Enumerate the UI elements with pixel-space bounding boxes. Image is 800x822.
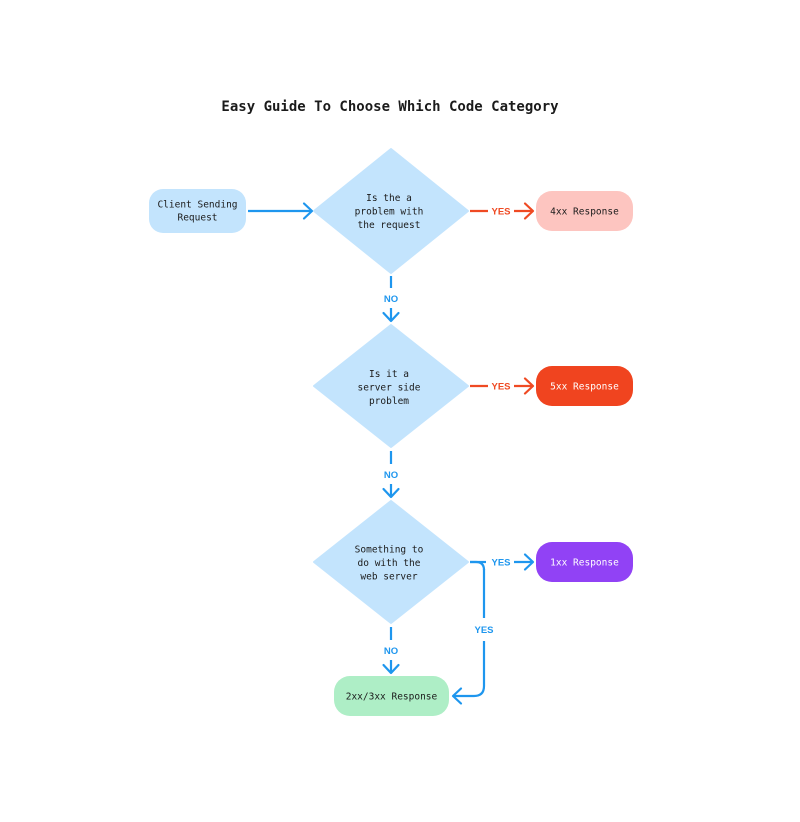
response-1xx-shape [536, 542, 633, 582]
arrow-head [523, 553, 535, 571]
arrow-head [382, 663, 400, 675]
edge-d1-yes: YES [470, 202, 535, 220]
start-node-shape [149, 189, 246, 233]
response-2xx-label: 2xx/3xx Response [346, 692, 438, 703]
arrow-head [523, 202, 535, 220]
response-4xx-shape [536, 191, 633, 231]
arrow-head [382, 311, 400, 323]
arrow-start-to-decision1 [248, 202, 314, 220]
decision-3-diamond [313, 500, 469, 624]
edge-d1-no-label: NO [384, 294, 398, 305]
edge-branch-curve [470, 560, 486, 571]
edge-d3-no-label: NO [384, 646, 398, 657]
arrow-head [302, 202, 314, 220]
arrow-head [451, 687, 463, 705]
response-4xx-node: 4xx Response [536, 191, 633, 231]
page-title: Easy Guide To Choose Which Code Category [221, 99, 559, 115]
start-node-label-line2: Request [177, 213, 217, 224]
edge-d3-yes-label: YES [491, 558, 510, 569]
edge-d1-yes-label: YES [491, 207, 510, 218]
arrow-head [382, 487, 400, 499]
edge-d2-no: NO [382, 451, 400, 499]
edge-d3-yes: YES [470, 553, 535, 571]
decision-1-line1: Is the a [366, 193, 412, 204]
response-5xx-shape [536, 366, 633, 406]
decision-3-line1: Something to [355, 545, 424, 556]
response-5xx-node: 5xx Response [536, 366, 633, 406]
edge-d3-no: NO [382, 627, 400, 675]
decision-1-line2: problem with [355, 207, 424, 218]
decision-2: Is it a server side problem [313, 324, 469, 448]
edge-d1-no: NO [382, 276, 400, 323]
decision-2-line1: Is it a [369, 369, 409, 380]
edge-curve [454, 641, 486, 698]
decision-2-diamond [313, 324, 469, 448]
edge-d3-yes-down: YES [451, 569, 494, 705]
start-node: Client Sending Request [149, 189, 246, 233]
edge-d3-yes-down-label: YES [474, 625, 493, 636]
response-2xx-shape [334, 676, 449, 716]
edge-d2-no-label: NO [384, 470, 398, 481]
edge-d2-yes-label: YES [491, 382, 510, 393]
response-5xx-label: 5xx Response [550, 382, 619, 393]
decision-1-line3: the request [358, 220, 421, 231]
response-2xx-node: 2xx/3xx Response [334, 676, 449, 716]
decision-3: Something to do with the web server [313, 500, 469, 624]
decision-1: Is the a problem with the request [313, 148, 469, 274]
edge-d2-yes: YES [470, 377, 535, 395]
response-1xx-node: 1xx Response [536, 542, 633, 582]
decision-2-line3: problem [369, 396, 409, 407]
arrow-head [523, 377, 535, 395]
decision-1-diamond [313, 148, 469, 274]
response-4xx-label: 4xx Response [550, 207, 619, 218]
decision-3-line2: do with the [358, 558, 421, 569]
start-node-label-line1: Client Sending [157, 200, 237, 211]
response-1xx-label: 1xx Response [550, 558, 619, 569]
decision-2-line2: server side [358, 383, 421, 394]
decision-3-line3: web server [360, 572, 417, 583]
